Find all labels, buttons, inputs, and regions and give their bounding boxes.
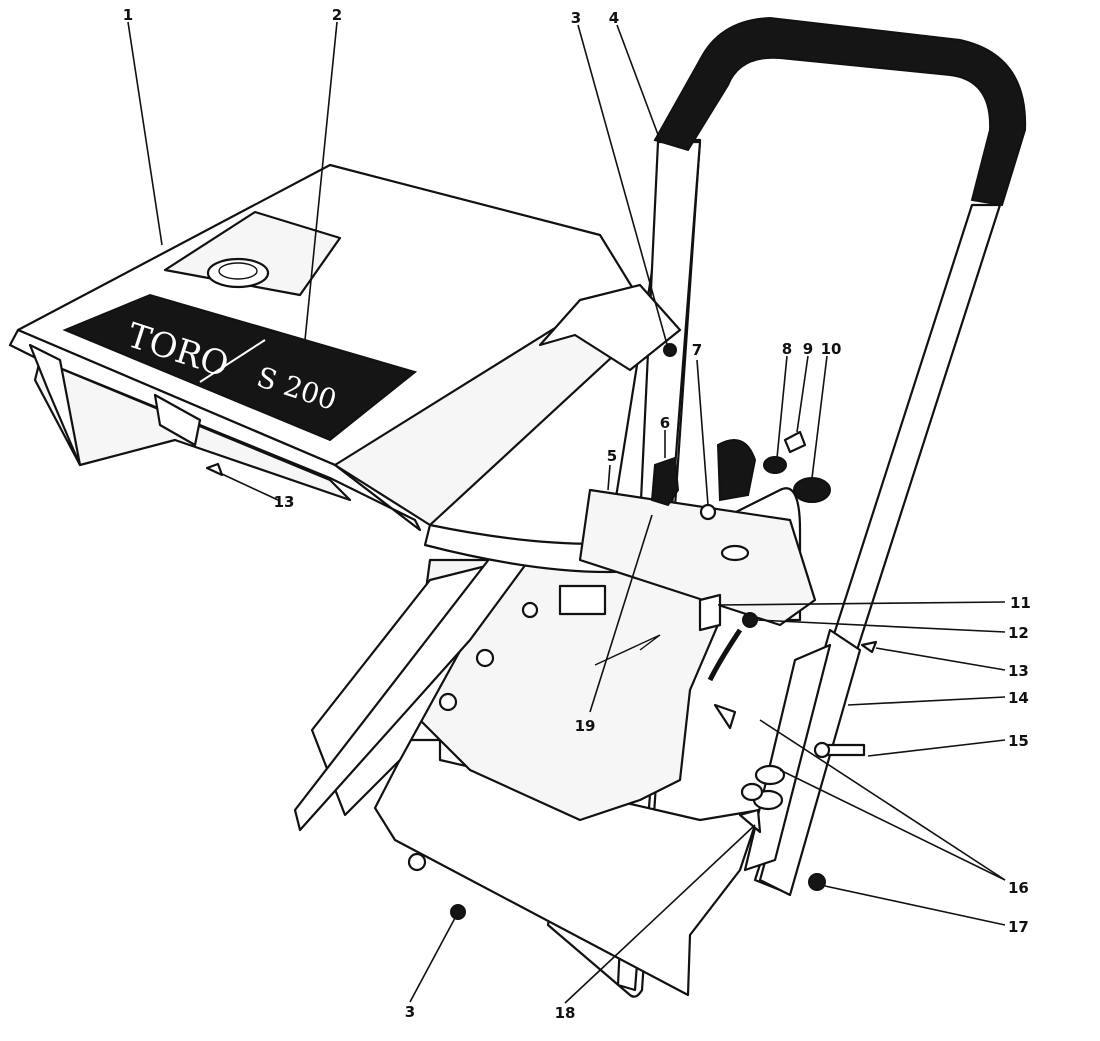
callout-numbers: 1 2 3 4 5 6 7 8 9 10 11 12 13 13 14 15 1… xyxy=(123,6,1031,1022)
callout-1: 1 xyxy=(123,6,133,24)
leader-18 xyxy=(564,824,756,1004)
callout-2: 2 xyxy=(332,6,342,24)
cross-tube xyxy=(423,487,817,627)
leader-19 xyxy=(589,514,653,713)
cable xyxy=(707,628,743,682)
rivet-2 xyxy=(438,692,458,712)
leader-17 xyxy=(824,885,1006,926)
callout-12: 12 xyxy=(1008,624,1029,642)
primer-7 xyxy=(716,439,757,502)
callout-7: 7 xyxy=(692,341,702,359)
leader-9 xyxy=(796,355,809,433)
leader-13b xyxy=(875,647,1006,671)
bracket-19 xyxy=(594,634,661,666)
switch-6 xyxy=(650,456,680,507)
leader-11 xyxy=(717,601,1006,606)
leader-3a xyxy=(577,24,669,349)
leader-16b xyxy=(779,769,1006,881)
leader-10 xyxy=(811,355,828,479)
washer-bottom xyxy=(407,852,427,872)
callout-3b: 3 xyxy=(405,1003,415,1021)
panel-hole xyxy=(720,544,750,562)
knob-10 xyxy=(793,477,831,503)
bottom-plate xyxy=(373,738,762,997)
leader-14 xyxy=(847,696,1006,706)
nut-17 xyxy=(808,873,826,891)
bolt-15-head xyxy=(813,741,831,759)
leader-lines xyxy=(127,21,1006,1004)
callout-14: 14 xyxy=(1008,689,1029,707)
decal-plate xyxy=(62,293,418,442)
leader-8 xyxy=(776,355,788,459)
leader-3b xyxy=(409,917,456,1003)
left-leg-2 xyxy=(153,393,202,447)
callout-17: 17 xyxy=(1008,918,1029,936)
leader-7 xyxy=(696,359,709,506)
leader-4 xyxy=(616,24,661,141)
callout-10: 10 xyxy=(821,340,842,358)
rivet-3 xyxy=(521,601,539,619)
screw-3-top xyxy=(663,343,677,357)
callout-9: 9 xyxy=(803,340,813,358)
leader-1 xyxy=(127,21,163,246)
bracket-slot-3 xyxy=(740,782,764,802)
controls xyxy=(650,430,831,682)
callout-5: 5 xyxy=(607,447,617,465)
leader-16a xyxy=(759,719,1006,881)
fuel-cap-inner xyxy=(218,262,258,280)
callout-11: 11 xyxy=(1010,594,1031,612)
primer-base xyxy=(699,503,717,521)
nut-12 xyxy=(742,612,758,628)
side-bracket xyxy=(740,628,866,897)
panel-cutout xyxy=(558,584,607,616)
key-9 xyxy=(783,430,807,454)
clip-18 xyxy=(738,808,762,834)
callout-18: 18 xyxy=(555,1004,576,1022)
leader-13a xyxy=(221,473,279,501)
clip-13-right xyxy=(860,640,878,654)
callout-13b: 13 xyxy=(1008,662,1029,680)
leader-5 xyxy=(607,464,611,491)
engine-cover: TORO S 200 xyxy=(8,163,682,532)
clamp-16 xyxy=(713,703,737,730)
decal-divider xyxy=(199,339,266,383)
callout-15: 15 xyxy=(1008,732,1029,750)
washer-8 xyxy=(763,456,787,474)
bracket-slot-1 xyxy=(754,764,786,786)
leader-12 xyxy=(756,619,1006,633)
callout-6: 6 xyxy=(660,414,670,432)
clip-13-left xyxy=(205,462,224,477)
leader-15 xyxy=(867,739,1006,757)
screw-3-bottom xyxy=(450,904,466,920)
left-leg xyxy=(28,343,82,467)
clip-11 xyxy=(698,593,722,632)
frame-plate xyxy=(293,543,762,997)
leader-2 xyxy=(304,21,338,341)
callout-8: 8 xyxy=(782,340,792,358)
callout-3a: 3 xyxy=(571,9,581,27)
handle-grip xyxy=(653,16,1027,207)
callout-19: 19 xyxy=(575,717,596,735)
cover-handle-mount xyxy=(538,283,682,372)
callout-16: 16 xyxy=(1008,879,1029,897)
callout-4: 4 xyxy=(609,9,619,27)
callout-13a: 13 xyxy=(274,493,295,511)
rivet-1 xyxy=(475,648,495,668)
control-panel xyxy=(578,488,817,627)
